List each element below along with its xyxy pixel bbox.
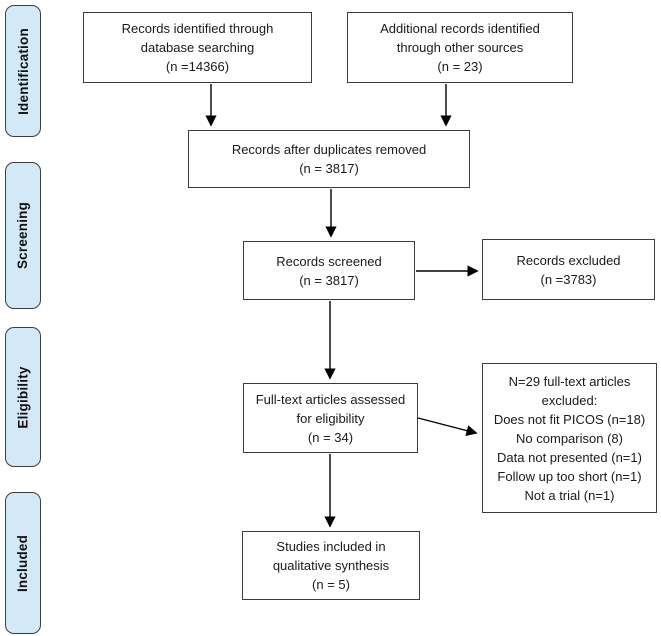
node-additional-records-text: Additional records identified through ot…: [380, 21, 540, 74]
stage-identification-label: Identification: [15, 27, 31, 115]
stage-eligibility: Eligibility: [5, 327, 41, 467]
node-records-identified: Records identified through database sear…: [83, 12, 312, 83]
stage-included: Included: [5, 492, 41, 634]
node-fulltext-assessed-text: Full-text articles assessed for eligibil…: [255, 391, 406, 445]
stage-included-label: Included: [15, 534, 31, 592]
node-studies-included-text: Studies included in qualitative synthesi…: [272, 539, 390, 592]
node-fulltext-assessed: Full-text articles assessed for eligibil…: [243, 383, 418, 453]
arrow-fulltext-to-fulltext-excluded: [417, 417, 478, 437]
node-records-identified-text: Records identified through database sear…: [121, 21, 274, 74]
node-records-excluded: Records excluded (n =3783): [482, 239, 655, 300]
node-records-screened: Records screened (n = 3817): [243, 241, 415, 300]
node-additional-records: Additional records identified through ot…: [347, 12, 573, 83]
stage-identification: Identification: [5, 5, 41, 137]
node-studies-included: Studies included in qualitative synthesi…: [242, 531, 420, 600]
node-duplicates-removed: Records after duplicates removed (n = 38…: [188, 130, 470, 188]
node-fulltext-excluded: N=29 full-text articles excluded: Does n…: [482, 363, 657, 513]
stage-screening: Screening: [5, 162, 41, 309]
stage-eligibility-label: Eligibility: [15, 365, 31, 429]
node-duplicates-removed-text: Records after duplicates removed (n = 38…: [231, 142, 427, 176]
stage-screening-label: Screening: [15, 201, 31, 270]
node-fulltext-excluded-text: N=29 full-text articles excluded: Does n…: [493, 373, 646, 503]
node-records-excluded-text: Records excluded (n =3783): [516, 252, 621, 287]
node-records-screened-text: Records screened (n = 3817): [276, 253, 382, 288]
